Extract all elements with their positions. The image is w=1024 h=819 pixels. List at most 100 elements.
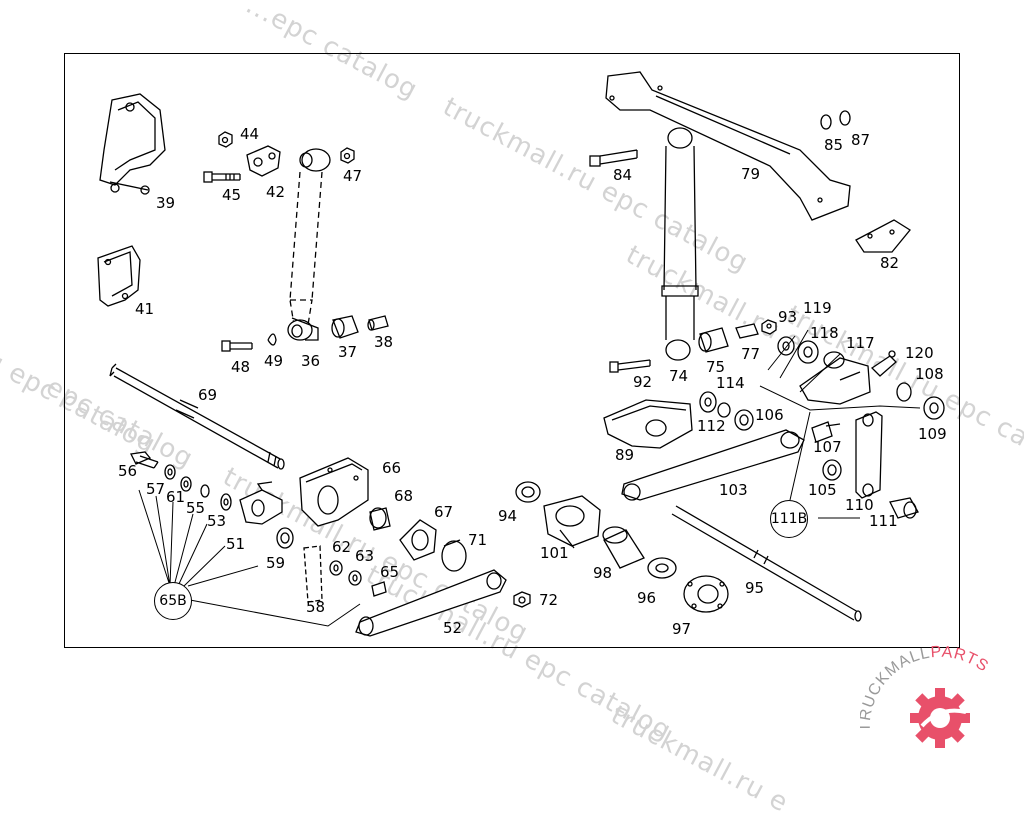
nut-62 bbox=[329, 560, 343, 576]
rubber-71 bbox=[441, 539, 467, 572]
link-58 bbox=[303, 545, 323, 603]
part-label-44: 44 bbox=[240, 125, 260, 143]
housing-101 bbox=[543, 495, 601, 549]
part-label-66: 66 bbox=[382, 459, 402, 477]
part-label-53: 53 bbox=[207, 512, 227, 530]
part-label-111: 111 bbox=[869, 512, 898, 530]
bolt-45 bbox=[203, 171, 241, 183]
nut-63 bbox=[348, 570, 362, 586]
bushing-37 bbox=[331, 315, 359, 339]
part-label-77: 77 bbox=[741, 345, 761, 363]
part-label-37: 37 bbox=[338, 343, 358, 361]
washer-57 bbox=[164, 464, 176, 480]
plate-82 bbox=[855, 219, 911, 253]
part-label-96: 96 bbox=[637, 589, 657, 607]
nut-85 bbox=[820, 114, 832, 130]
part-label-62: 62 bbox=[332, 538, 352, 556]
part-label-67: 67 bbox=[434, 503, 454, 521]
bolt-56 bbox=[130, 451, 159, 469]
part-label-94: 94 bbox=[498, 507, 518, 525]
link-110 bbox=[855, 411, 883, 499]
part-label-112: 112 bbox=[697, 417, 726, 435]
clamp-42 bbox=[246, 145, 281, 177]
part-label-117: 117 bbox=[846, 334, 875, 352]
washer-61 bbox=[180, 476, 192, 492]
shaft-69 bbox=[109, 363, 285, 470]
bolt-92 bbox=[609, 359, 651, 373]
bracket-89 bbox=[603, 399, 693, 449]
nut-44 bbox=[218, 131, 233, 148]
ring-59 bbox=[276, 527, 294, 549]
part-label-47: 47 bbox=[343, 167, 363, 185]
part-label-89: 89 bbox=[615, 446, 635, 464]
arm-52 bbox=[355, 569, 507, 637]
diagram-frame bbox=[64, 53, 960, 648]
ring-96 bbox=[647, 557, 677, 579]
part-label-74: 74 bbox=[669, 367, 689, 385]
block-68 bbox=[369, 507, 391, 531]
part-label-41: 41 bbox=[135, 300, 155, 318]
part-label-72: 72 bbox=[539, 591, 559, 609]
bolt-107 bbox=[811, 421, 841, 443]
part-label-85: 85 bbox=[824, 136, 844, 154]
part-label-118: 118 bbox=[810, 324, 839, 342]
part-label-84: 84 bbox=[613, 166, 633, 184]
part-label-42: 42 bbox=[266, 183, 286, 201]
part-label-56: 56 bbox=[118, 462, 138, 480]
part-label-119: 119 bbox=[803, 299, 832, 317]
part-label-82: 82 bbox=[880, 254, 900, 272]
part-label-36: 36 bbox=[301, 352, 321, 370]
ring-118 bbox=[797, 340, 819, 364]
bracket-39 bbox=[99, 93, 166, 195]
part-label-79: 79 bbox=[741, 165, 761, 183]
shaft-95 bbox=[671, 505, 862, 622]
bushing-77 bbox=[735, 323, 759, 339]
part-label-98: 98 bbox=[593, 564, 613, 582]
part-label-120: 120 bbox=[905, 344, 934, 362]
part-label-75: 75 bbox=[706, 358, 726, 376]
fitting-120 bbox=[870, 350, 897, 377]
bolt-48 bbox=[221, 340, 253, 352]
part-label-103: 103 bbox=[719, 481, 748, 499]
leader-lines bbox=[138, 329, 921, 627]
truckmall-parts-logo: TRUCKMALLPARTS bbox=[860, 644, 991, 748]
part-label-59: 59 bbox=[266, 554, 286, 572]
part-label-114: 114 bbox=[716, 374, 745, 392]
part-label-49: 49 bbox=[264, 352, 284, 370]
part-label-87: 87 bbox=[851, 131, 871, 149]
gear-icon bbox=[910, 688, 970, 748]
part-label-58: 58 bbox=[306, 598, 326, 616]
shock-absorber-74 bbox=[661, 127, 699, 361]
part-label-51: 51 bbox=[226, 535, 246, 553]
part-label-105: 105 bbox=[808, 481, 837, 499]
part-label-109: 109 bbox=[918, 425, 947, 443]
part-label-97: 97 bbox=[672, 620, 692, 638]
part-label-92: 92 bbox=[633, 373, 653, 391]
callout-65b: 65B bbox=[154, 582, 192, 620]
ring-106 bbox=[734, 409, 754, 431]
flange-97 bbox=[683, 575, 729, 613]
part-label-68: 68 bbox=[394, 487, 414, 505]
crossmember-79 bbox=[605, 71, 851, 221]
parts-drawing bbox=[97, 71, 945, 637]
bushing-75 bbox=[698, 327, 729, 353]
shock-absorber-36 bbox=[287, 148, 331, 341]
part-label-107: 107 bbox=[813, 438, 842, 456]
housing-66 bbox=[299, 457, 369, 527]
ring-108 bbox=[896, 382, 912, 402]
part-label-71: 71 bbox=[468, 531, 488, 549]
nut-93 bbox=[761, 319, 777, 335]
part-label-48: 48 bbox=[231, 358, 251, 376]
part-label-63: 63 bbox=[355, 547, 375, 565]
washer-55 bbox=[200, 484, 210, 498]
part-label-106: 106 bbox=[755, 406, 784, 424]
cap-67 bbox=[399, 519, 437, 561]
pin-111 bbox=[889, 497, 919, 519]
part-label-55: 55 bbox=[186, 499, 206, 517]
arm-103 bbox=[621, 429, 805, 501]
part-label-61: 61 bbox=[166, 488, 186, 506]
bracket-117 bbox=[799, 351, 871, 405]
part-label-52: 52 bbox=[443, 619, 463, 637]
ring-105 bbox=[822, 459, 842, 481]
